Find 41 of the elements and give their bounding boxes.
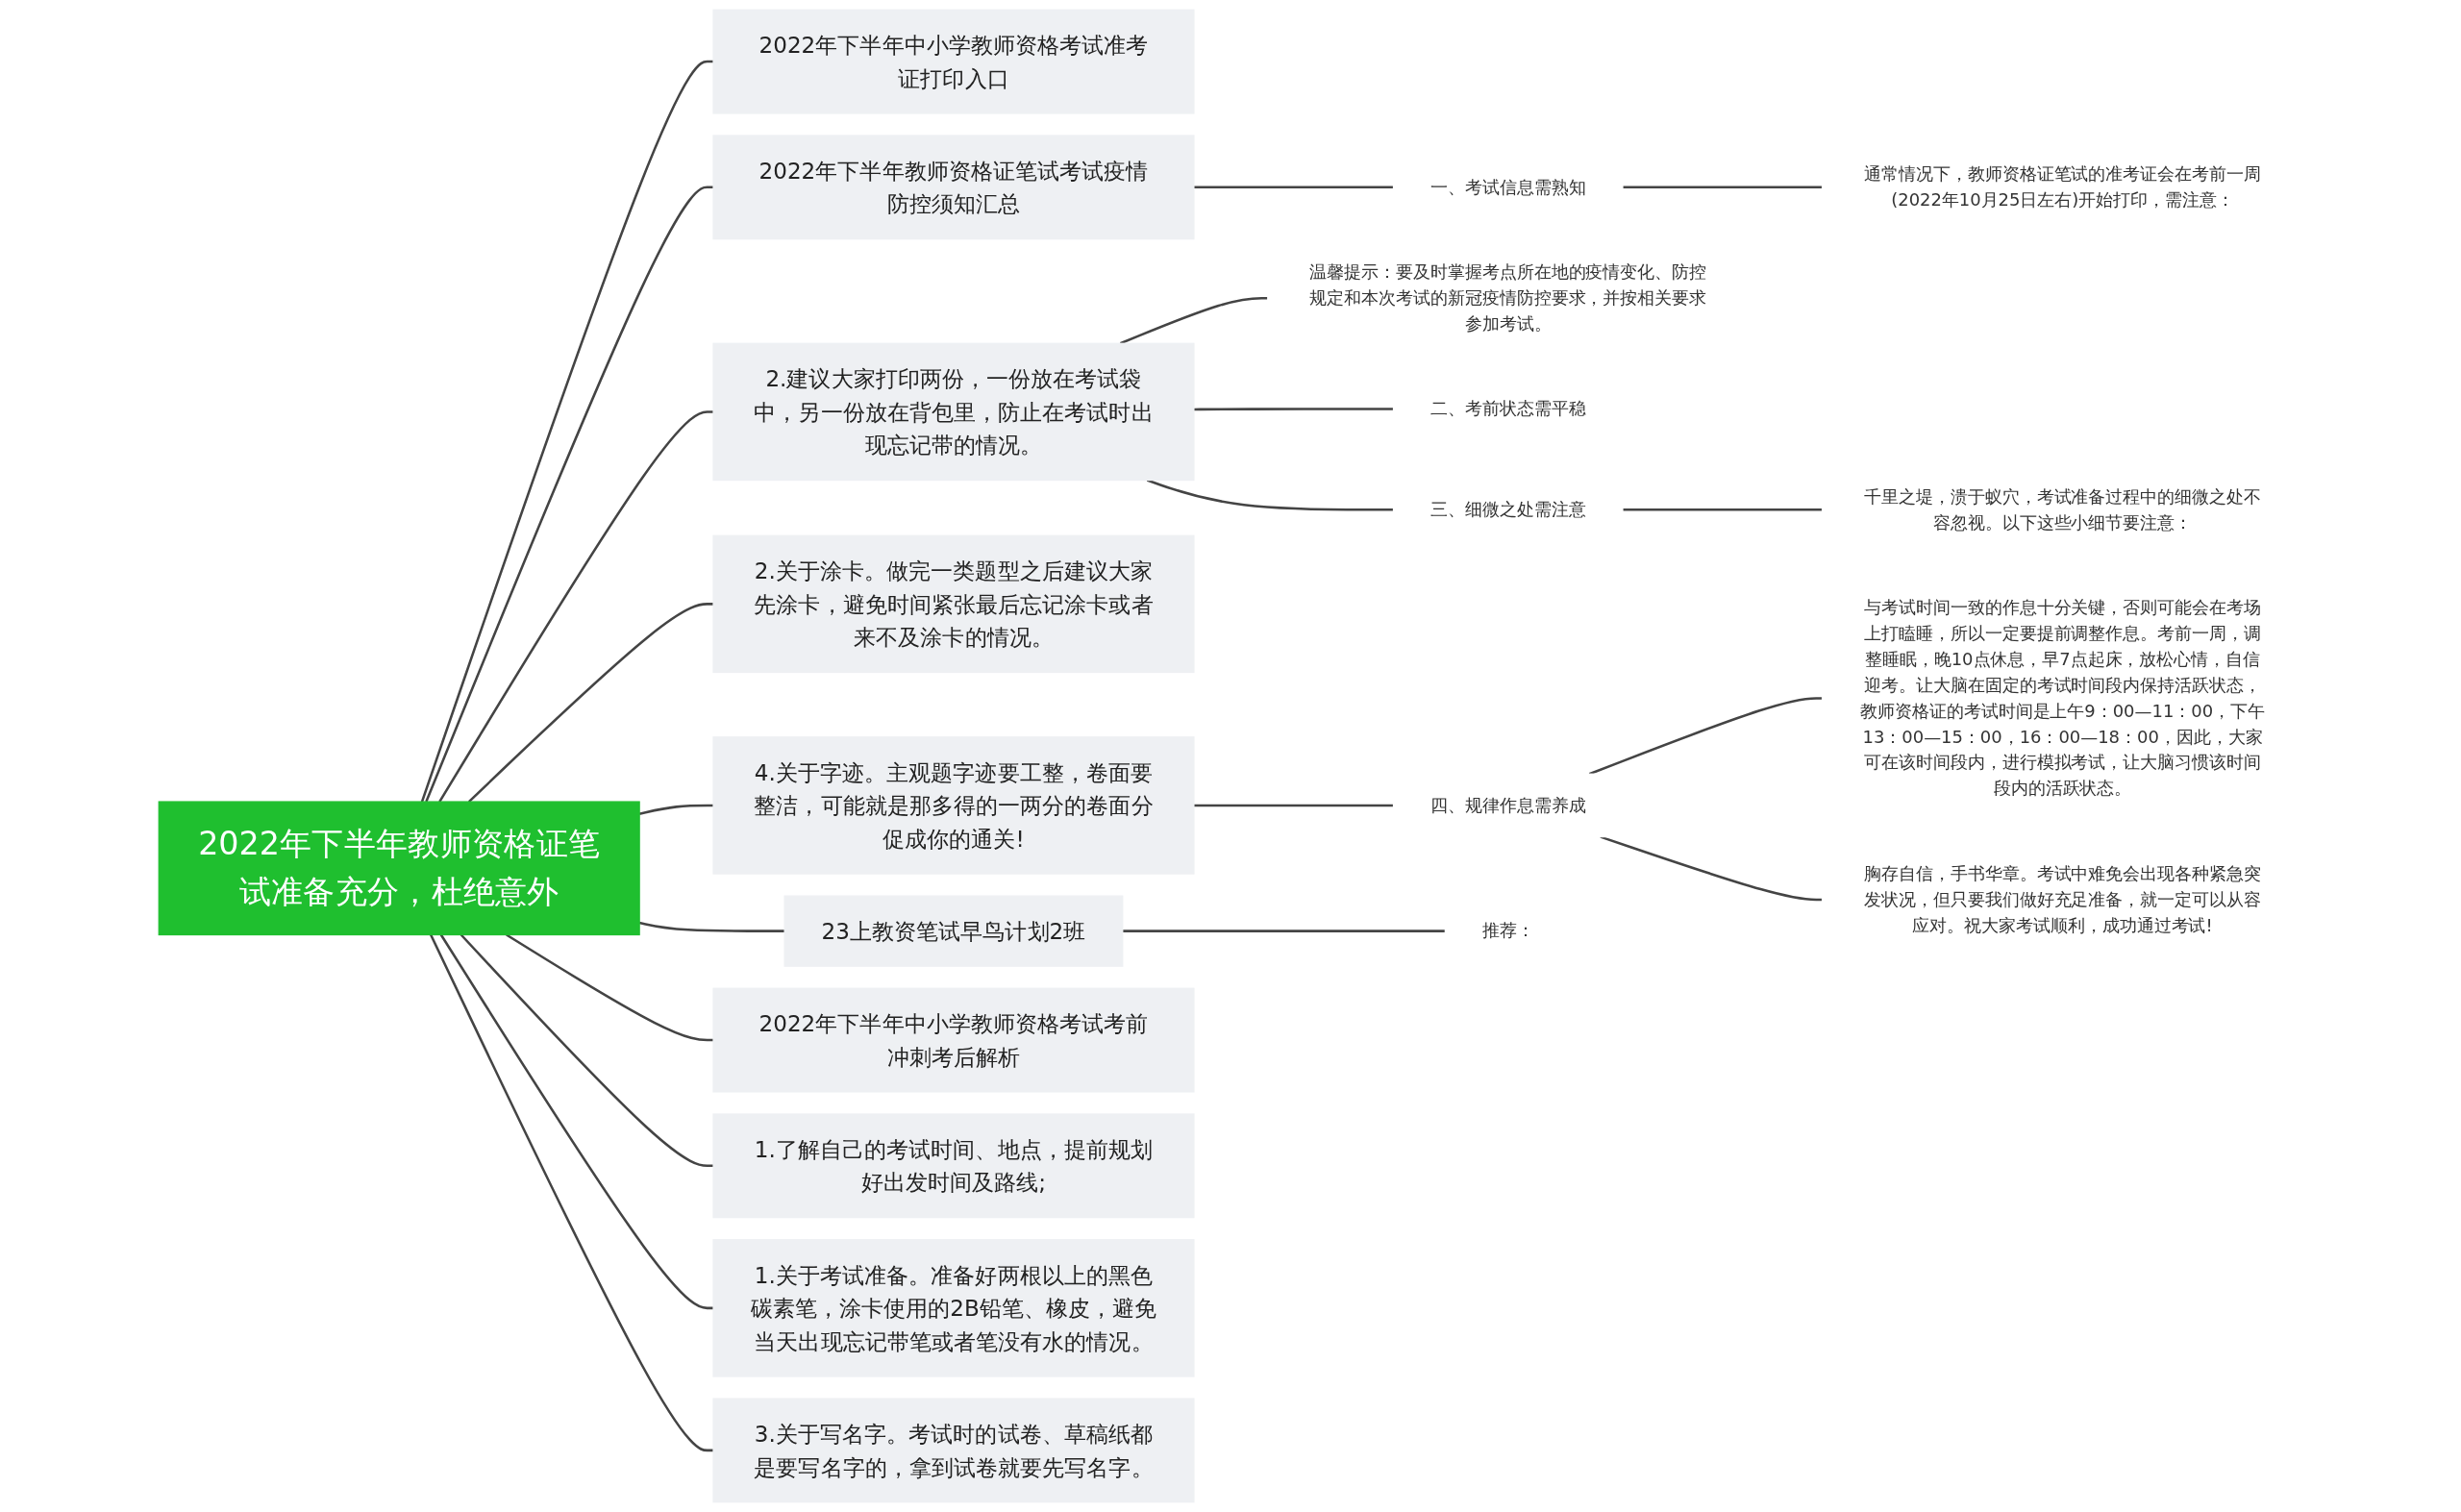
connector	[420, 60, 713, 803]
connector	[505, 933, 713, 1042]
node-box: 3.关于写名字。考试时的试卷、草稿纸都是要写名字的，拿到试卷就要先写名字。	[712, 1398, 1195, 1503]
connector	[424, 186, 713, 803]
connector	[638, 921, 784, 932]
connector	[1122, 930, 1445, 932]
node-text: 与考试时间一致的作息十分关键，否则可能会在考场上打瞌睡，所以一定要提前调整作息。考前一周，调整睡眠，晚10点休息，早7点起床，放松心情，自信迎考。让大脑在固定的考试时间段内保持活跃状态，教师资格证的考试时间是上午9：00—11：00，下午13：00—15：00，16：00—18：00，因此，大家可在该时间段内，进行模拟考试，让大脑习惯该时间段内的活跃状态。	[1859, 597, 2265, 799]
connector	[437, 410, 713, 803]
node-text: 二、考前状态需平稳	[1429, 398, 1586, 419]
connector	[1193, 804, 1394, 807]
node-box: 2.建议大家打印两份，一份放在考试袋中，另一份放在背包里，防止在考试时出现忘记带的情况。	[712, 342, 1195, 482]
node-box: 2022年下半年中小学教师资格考试准考证打印入口	[712, 9, 1195, 114]
node-text: 三、细微之处需注意	[1429, 499, 1586, 519]
connector	[439, 933, 713, 1310]
connector	[638, 804, 713, 815]
node-text: 温馨提示：要及时掌握考点所在地的疫情变化、防控规定和本次考试的新冠疫情防控要求，并按相关要求参加考试。	[1309, 261, 1706, 334]
node-text: 四、规律作息需养成	[1429, 795, 1586, 815]
node-text: 推荐：	[1481, 920, 1534, 941]
connector	[1193, 186, 1394, 189]
connector	[1622, 508, 1823, 511]
node-box: 1.了解自己的考试时间、地点，提前规划好出发时间及路线;	[712, 1113, 1195, 1219]
connector	[1146, 479, 1394, 511]
node-box: 23上教资笔试早鸟计划2班	[783, 895, 1124, 967]
node-text: 千里之堤，溃于蚁穴，考试准备过程中的细微之处不容忽视。以下这些小细节要注意：	[1863, 485, 2261, 533]
node-box: 1.关于考试准备。准备好两根以上的黑色碳素笔，涂卡使用的2B铅笔、橡皮，避免当天出现忘记带笔或者笔没有水的情况。	[712, 1239, 1195, 1377]
node-text: 一、考试信息需熟知	[1429, 176, 1586, 197]
connector	[467, 603, 713, 803]
node-text: 胸存自信，手书华章。考试中难免会出现各种紧急突发状况，但只要我们做好充足准备，就一定可以从容应对。祝大家考试顺利，成功通过考试!	[1863, 863, 2261, 935]
connector	[429, 933, 713, 1452]
node-box: 2022年下半年教师资格证笔试准备充分，杜绝意外	[158, 801, 640, 936]
node-box: 2022年下半年中小学教师资格考试考前冲刺考后解析	[712, 987, 1195, 1093]
connector	[1119, 296, 1268, 345]
connector	[1588, 697, 1823, 776]
connector	[1193, 408, 1394, 411]
connector	[1622, 186, 1823, 189]
node-box: 2.关于涂卡。做完一类题型之后建议大家先涂卡，避免时间紧张最后忘记涂卡或者来不及涂卡的情况。	[712, 534, 1195, 674]
node-box: 2022年下半年教师资格证笔试考试疫情防控须知汇总	[712, 135, 1195, 240]
connector	[460, 933, 713, 1168]
connector	[1600, 835, 1823, 902]
node-box: 4.关于字迹。主观题字迹要工整，卷面要整洁，可能就是那多得的一两分的卷面分促成你的通关!	[712, 736, 1195, 875]
node-text: 通常情况下，教师资格证笔试的准考证会在考前一周(2022年10月25日左右)开始打印，需注意：	[1863, 163, 2261, 210]
